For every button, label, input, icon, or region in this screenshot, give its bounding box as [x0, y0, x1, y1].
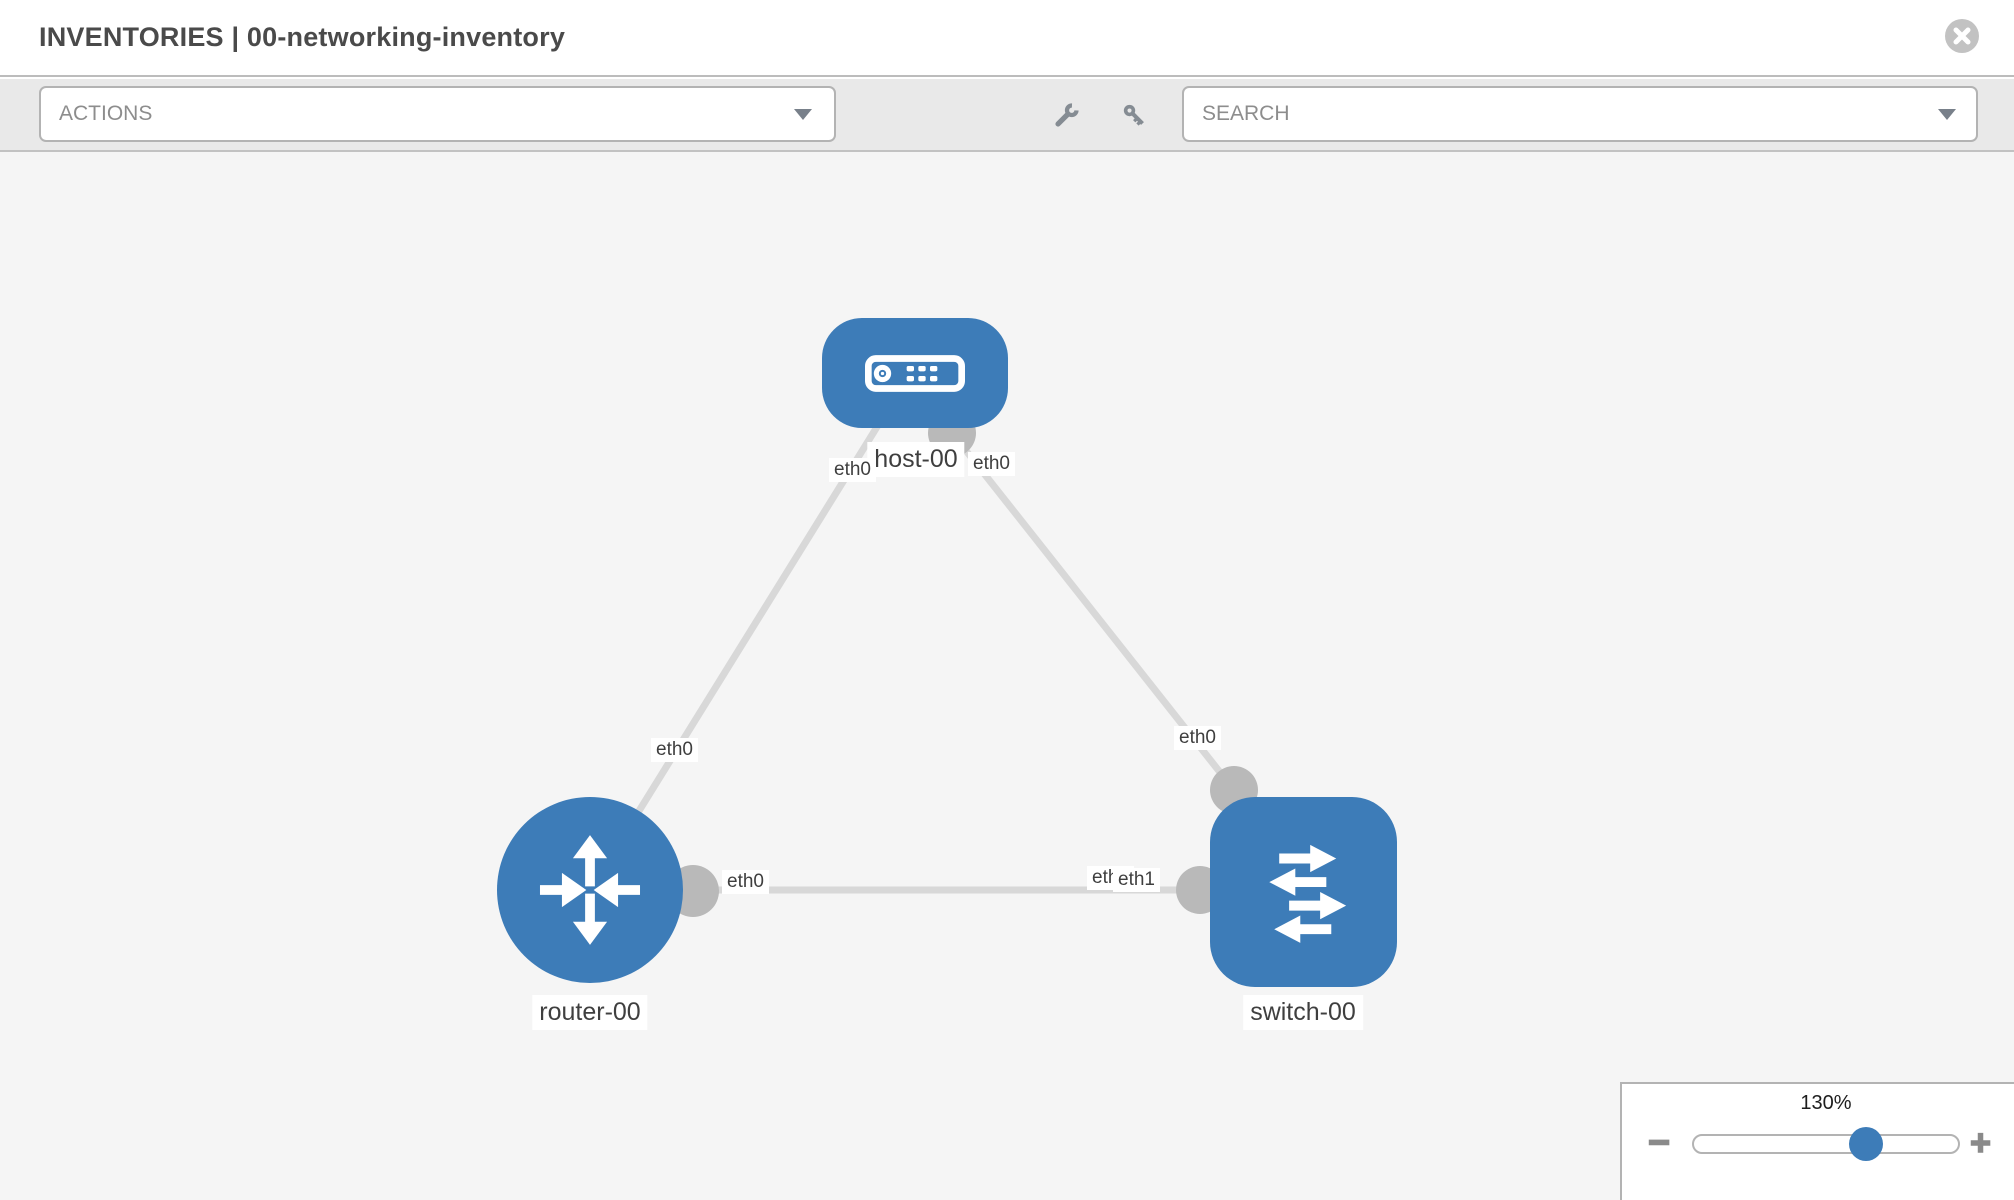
node-label-router: router-00	[532, 995, 648, 1030]
close-icon[interactable]	[1945, 19, 1979, 53]
interface-label-router-to-switch: eth0	[722, 870, 769, 894]
search-placeholder: SEARCH	[1202, 102, 1290, 125]
links-layer	[587, 409, 1303, 917]
node-host-00[interactable]	[822, 318, 1008, 428]
key-icon[interactable]	[1120, 101, 1150, 131]
chevron-down-icon	[1938, 109, 1956, 120]
zoom-slider-track[interactable]	[1692, 1134, 1960, 1154]
toolbar: ACTIONS SEARCH	[0, 79, 2014, 152]
zoom-level-value: 130%	[1800, 1092, 1852, 1114]
zoom-in-button[interactable]: +	[1969, 1122, 1992, 1163]
interface-label-switch-to-router: eth1	[1113, 868, 1160, 892]
interface-label-host-to-switch: eth0	[968, 452, 1015, 476]
node-switch-00[interactable]	[1210, 797, 1397, 987]
close-x-glyph	[1953, 27, 1971, 45]
switch-icon	[1268, 844, 1346, 943]
header-bar: INVENTORIES | 00-networking-inventory	[0, 0, 2014, 77]
zoom-control-panel: 130% − +	[1620, 1082, 2014, 1200]
search-dropdown[interactable]: SEARCH	[1182, 86, 1978, 142]
page-title: INVENTORIES | 00-networking-inventory	[39, 22, 566, 52]
node-label-host: host-00	[867, 442, 965, 477]
node-label-switch: switch-00	[1243, 995, 1363, 1030]
interface-label-router-to-host: eth0	[651, 738, 698, 762]
zoom-out-button[interactable]: −	[1647, 1122, 1671, 1164]
actions-dropdown[interactable]: ACTIONS	[39, 86, 836, 142]
chevron-down-icon	[794, 109, 812, 120]
actions-dropdown-label: ACTIONS	[59, 102, 153, 125]
topology-canvas[interactable]: host-00 router-00 switch-00 eth0 eth0 et…	[0, 152, 2014, 1200]
interface-label-switch-to-host: eth0	[1174, 726, 1221, 750]
server-icon	[865, 354, 965, 392]
node-router-00[interactable]	[497, 797, 683, 983]
wrench-icon[interactable]	[1051, 101, 1081, 131]
interface-label-host-to-router: eth0	[829, 458, 876, 482]
zoom-slider-thumb[interactable]	[1849, 1127, 1883, 1161]
router-icon	[539, 835, 641, 945]
